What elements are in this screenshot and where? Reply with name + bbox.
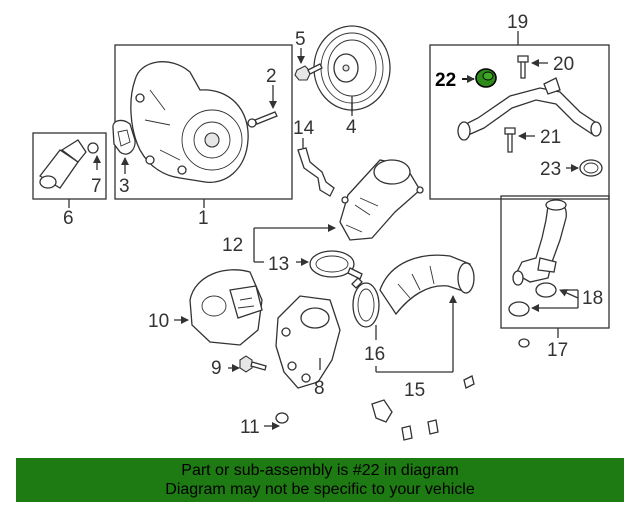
pump-8	[275, 295, 341, 389]
pipe-11	[275, 338, 530, 441]
callout-16: 16	[364, 344, 385, 365]
callout-4: 4	[346, 117, 357, 138]
clamp-13	[309, 250, 363, 280]
bolt-9	[239, 355, 267, 373]
callout-19: 19	[507, 12, 528, 33]
callout-1: 1	[198, 208, 209, 229]
plug-22-highlighted[interactable]	[475, 68, 497, 88]
callout-14: 14	[293, 118, 315, 139]
callout-3: 3	[119, 176, 130, 197]
banner-line-2: Diagram may not be specific to your vehi…	[165, 481, 475, 498]
callout-9: 9	[211, 358, 222, 379]
callout-18: 18	[582, 288, 603, 309]
bolt-20	[517, 55, 529, 79]
callout-15: 15	[404, 380, 425, 401]
o-ring-23	[579, 159, 603, 177]
callout-20: 20	[553, 54, 574, 75]
callout-12: 12	[222, 235, 243, 256]
sensor-assembly	[32, 132, 107, 200]
pulley-4	[313, 25, 391, 111]
callout-7: 7	[91, 176, 102, 197]
callout-17: 17	[547, 340, 568, 361]
callout-2: 2	[266, 66, 277, 87]
callout-5: 5	[295, 29, 306, 50]
hose-assembly-17	[500, 195, 610, 329]
hose-15	[379, 254, 475, 316]
thermostat-housing-12	[339, 159, 424, 241]
tube-14	[297, 147, 335, 197]
callout-21: 21	[540, 127, 561, 148]
bolt-5	[294, 63, 323, 81]
bolt-2	[247, 111, 278, 128]
info-banner: Part or sub-assembly is #22 in diagram D…	[16, 458, 624, 502]
callout-10: 10	[148, 311, 169, 332]
clamp-16	[351, 277, 380, 328]
parts-diagram: 2 3 1 4 5 7 6 14	[32, 12, 610, 441]
banner-line-1: Part or sub-assembly is #22 in diagram	[181, 462, 459, 479]
callout-23: 23	[540, 159, 561, 180]
callout-6: 6	[63, 208, 74, 229]
coolant-pipe-assembly-19	[429, 44, 610, 200]
gasket-3	[112, 119, 136, 155]
callout-22: 22	[435, 70, 456, 91]
callout-13: 13	[268, 254, 289, 275]
callout-11: 11	[240, 417, 260, 438]
bolt-21	[504, 127, 516, 153]
housing-10	[189, 269, 263, 346]
callout-8: 8	[314, 378, 325, 399]
